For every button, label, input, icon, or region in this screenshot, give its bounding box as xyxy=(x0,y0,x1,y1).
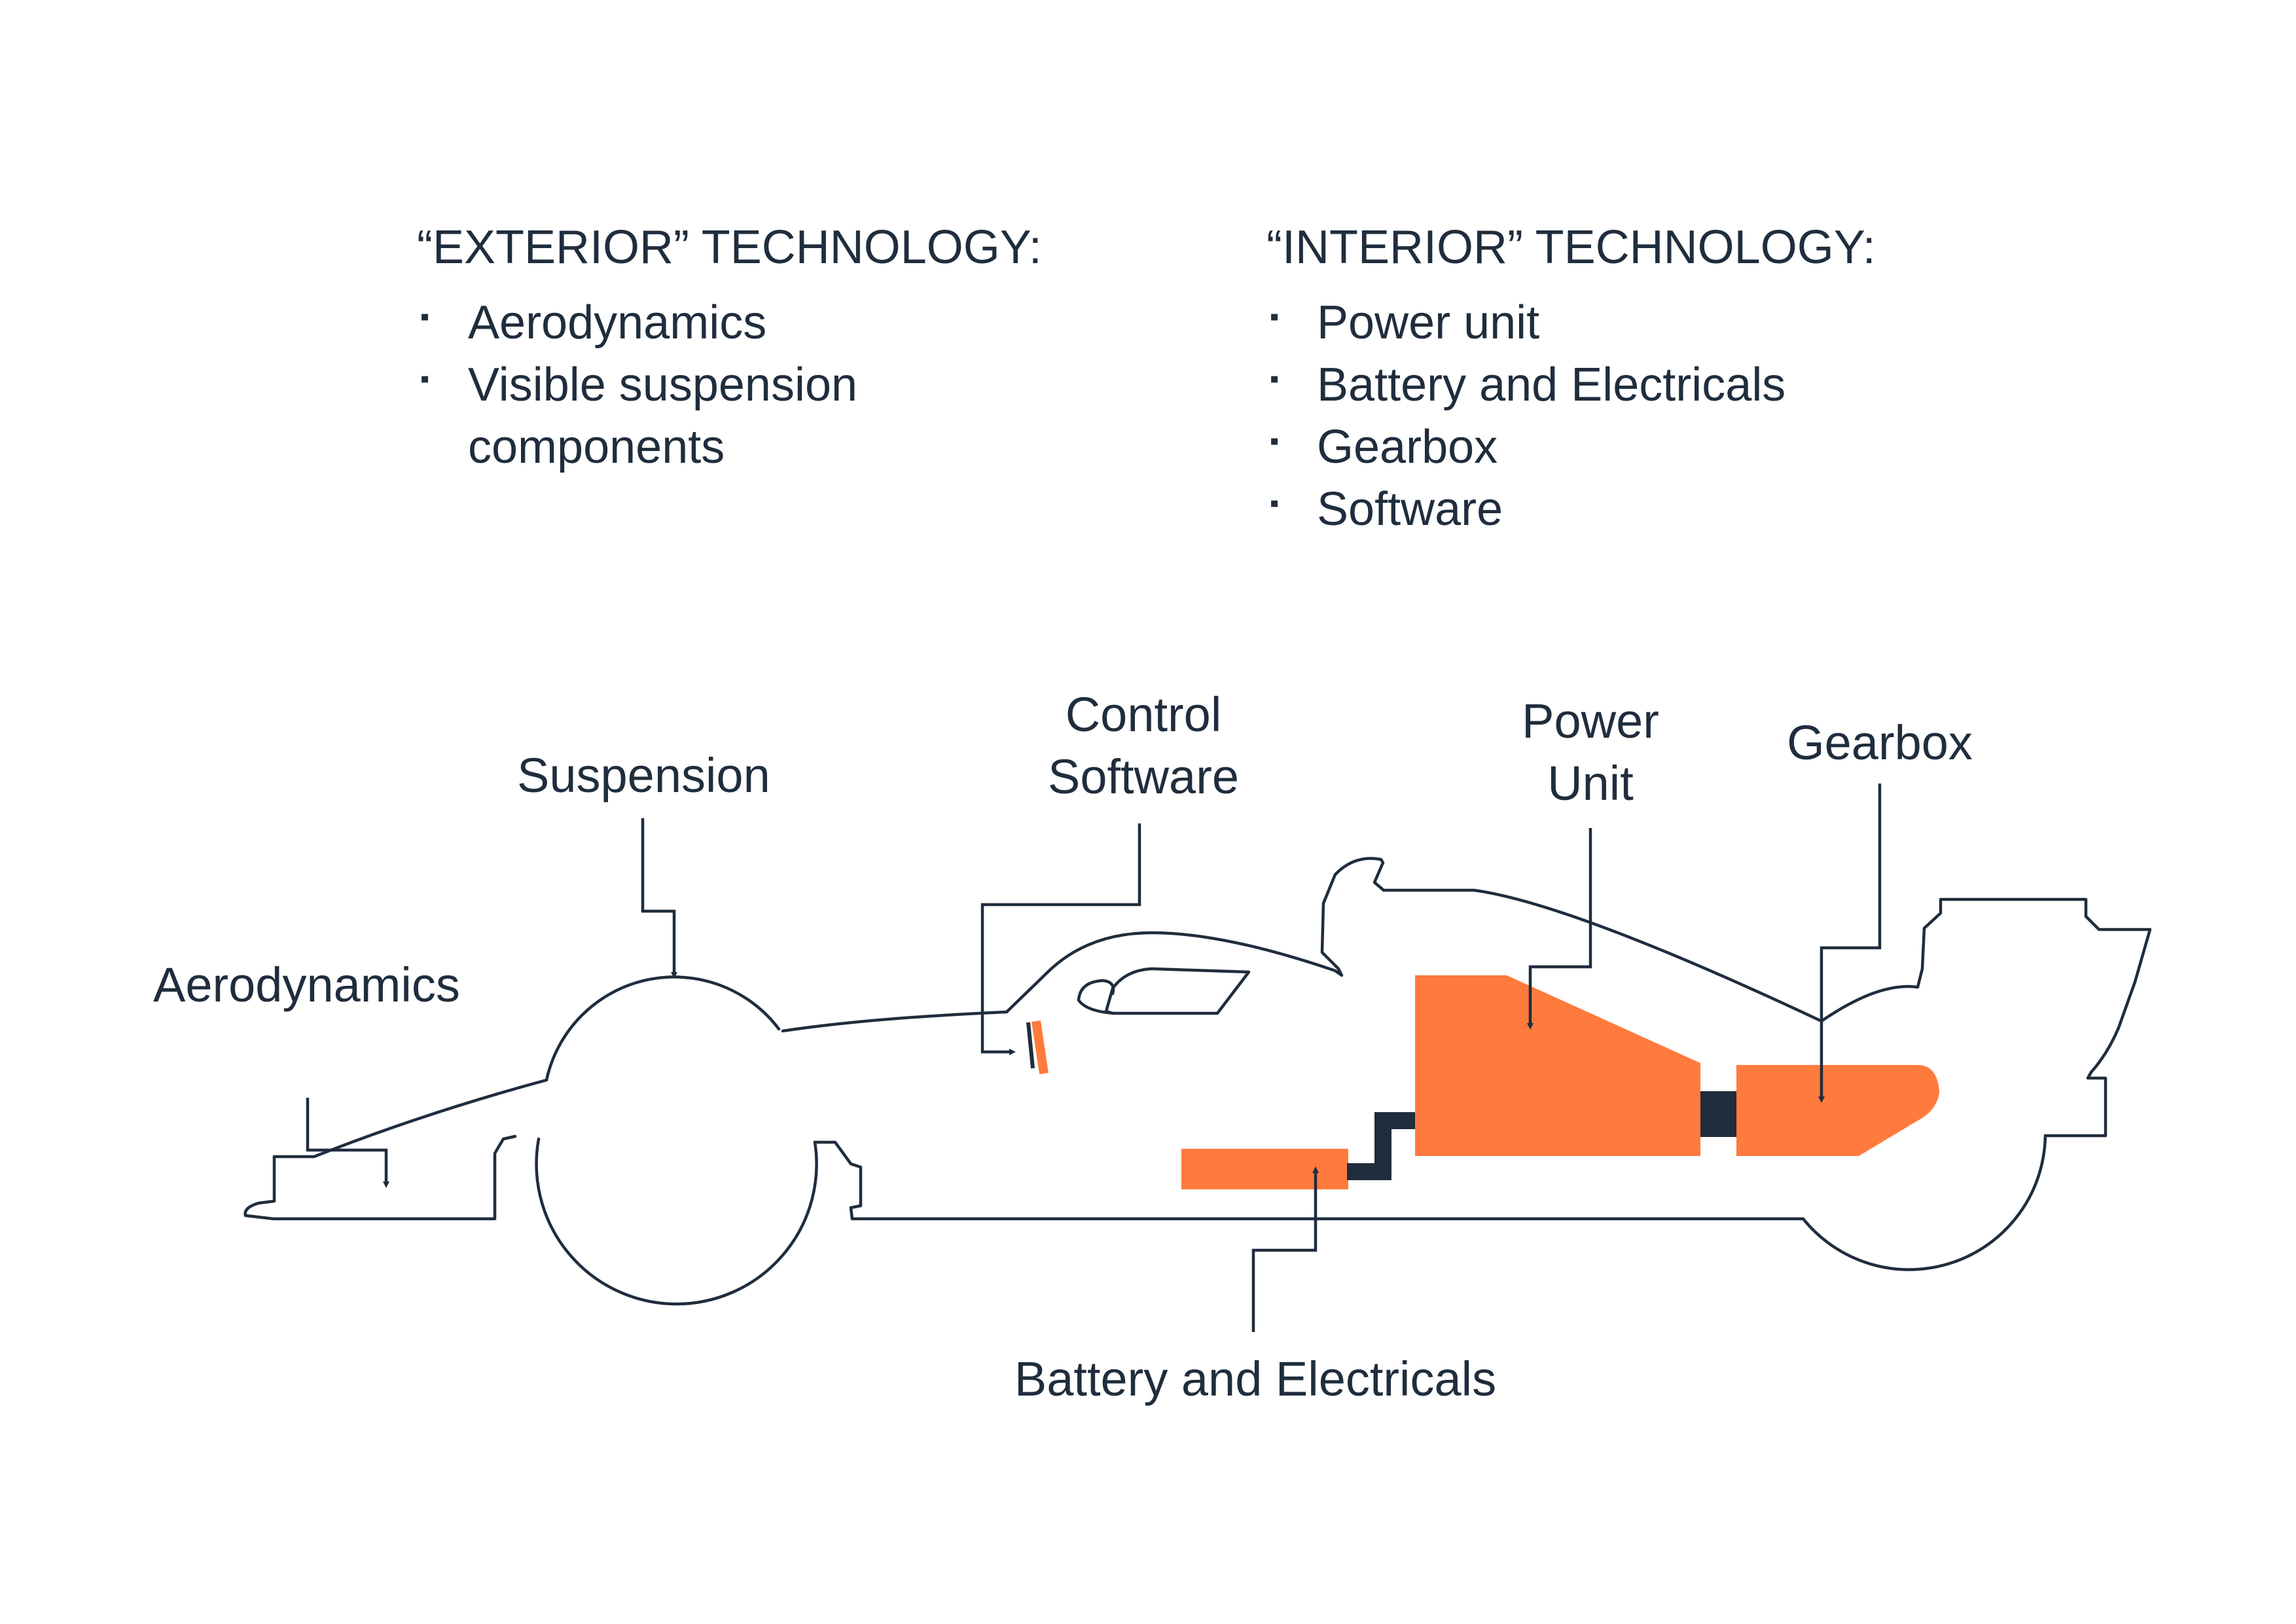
interior-technology-list: “INTERIOR” TECHNOLOGY: ▪ Power unit ▪ Ba… xyxy=(1266,221,1876,535)
callout-gearbox: Gearbox xyxy=(1787,715,1973,770)
front-wheel-bottom xyxy=(535,1137,818,1306)
aerodynamics-leader xyxy=(306,1098,389,1188)
callout-power-line2: Unit xyxy=(1547,756,1634,810)
callout-battery: Battery and Electricals xyxy=(1014,1352,1496,1406)
car-components xyxy=(1026,975,1939,1189)
interior-item-software: Software xyxy=(1317,483,1503,535)
exterior-bullet: ▪ xyxy=(420,302,429,331)
interior-bullet: ▪ xyxy=(1270,427,1279,456)
callout-labels: Aerodynamics Suspension Control Software… xyxy=(153,687,1973,1406)
callout-control-line2: Software xyxy=(1048,749,1239,804)
exterior-item-aerodynamics: Aerodynamics xyxy=(468,297,766,349)
interior-bullet: ▪ xyxy=(1270,365,1279,393)
battery-connector xyxy=(1347,1112,1415,1180)
steering-wheel xyxy=(1077,979,1116,1015)
battery-leader xyxy=(1251,1166,1319,1332)
exterior-item-suspension-cont: components xyxy=(468,421,725,473)
interior-item-power-unit: Power unit xyxy=(1317,297,1539,349)
drive-coupling xyxy=(1700,1091,1736,1137)
exterior-bullet: ▪ xyxy=(420,365,429,393)
interior-item-battery: Battery and Electricals xyxy=(1317,359,1785,411)
nose-upper-line xyxy=(272,1078,548,1159)
power-unit-block xyxy=(1415,975,1700,1156)
body-top xyxy=(781,1010,1009,1033)
rear-wheel-bottom xyxy=(1801,1134,2047,1271)
leader-lines xyxy=(306,784,1882,1332)
interior-bullet: ▪ xyxy=(1270,302,1279,331)
exterior-technology-list: “EXTERIOR” TECHNOLOGY: ▪ Aerodynamics ▪ … xyxy=(417,221,1042,473)
gearbox-leader xyxy=(1818,784,1882,1103)
battery-block xyxy=(1181,1149,1348,1189)
gearbox-block xyxy=(1736,1065,1939,1156)
front-wing xyxy=(243,1134,517,1221)
rear-wing xyxy=(1820,897,2152,1138)
callout-aerodynamics: Aerodynamics xyxy=(153,958,460,1012)
callout-power-line1: Power xyxy=(1522,694,1659,748)
callout-suspension: Suspension xyxy=(517,748,770,803)
suspension-leader xyxy=(641,818,677,979)
control-unit-edge xyxy=(1026,1022,1035,1069)
halo-outer xyxy=(1005,931,1337,1014)
control-software-leader xyxy=(980,823,1141,1055)
car-outline xyxy=(243,857,2152,1306)
interior-heading: “INTERIOR” TECHNOLOGY: xyxy=(1266,221,1876,274)
engine-cover xyxy=(1320,857,1823,1023)
exterior-heading: “EXTERIOR” TECHNOLOGY: xyxy=(417,221,1042,274)
power-unit-leader xyxy=(1527,828,1592,1030)
front-wheel-top xyxy=(545,975,781,1082)
floor-line xyxy=(813,1140,1805,1221)
interior-item-gearbox: Gearbox xyxy=(1317,421,1498,473)
control-unit-block xyxy=(1031,1020,1049,1075)
callout-control-line1: Control xyxy=(1066,687,1222,742)
interior-bullet: ▪ xyxy=(1270,489,1279,518)
exterior-item-suspension: Visible suspension xyxy=(468,359,857,411)
cockpit-opening xyxy=(1104,967,1251,1015)
